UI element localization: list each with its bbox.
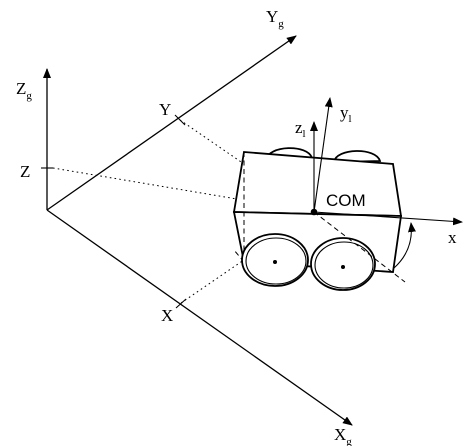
front-right-hub: [341, 265, 345, 269]
x-coordinate-label: X: [161, 306, 173, 325]
x-coordinate-tick: [175, 298, 187, 309]
local-z-axis-label: zl: [295, 118, 306, 140]
front-left-hub: [273, 260, 277, 264]
y-coordinate-label: Y: [159, 100, 171, 119]
robot-vehicle: [232, 147, 403, 291]
local-y-axis-label: yl: [340, 103, 352, 125]
global-x-axis-label: Xg: [334, 425, 352, 446]
local-y-axis: [313, 97, 333, 213]
com-label: COM: [326, 191, 366, 210]
z-coordinate-label: Z: [20, 162, 30, 181]
rear-right-wheel: [332, 150, 382, 163]
front-left-wheel-rim: [245, 237, 307, 285]
local-x-axis: [313, 211, 463, 226]
z-projection-line: [52, 167, 315, 213]
front-right-wheel: [310, 237, 376, 291]
com-point: [310, 208, 318, 216]
global-x-axis: [46, 209, 353, 426]
global-y-axis-label: Yg: [266, 7, 284, 30]
heading-reference-line: [313, 211, 406, 283]
global-y-axis: [46, 35, 297, 211]
local-x-axis-label: x: [448, 228, 457, 247]
heading-angle-arc: [393, 222, 416, 269]
global-z-axis-label: Zg: [16, 79, 32, 102]
front-right-wheel-rim: [314, 241, 374, 289]
